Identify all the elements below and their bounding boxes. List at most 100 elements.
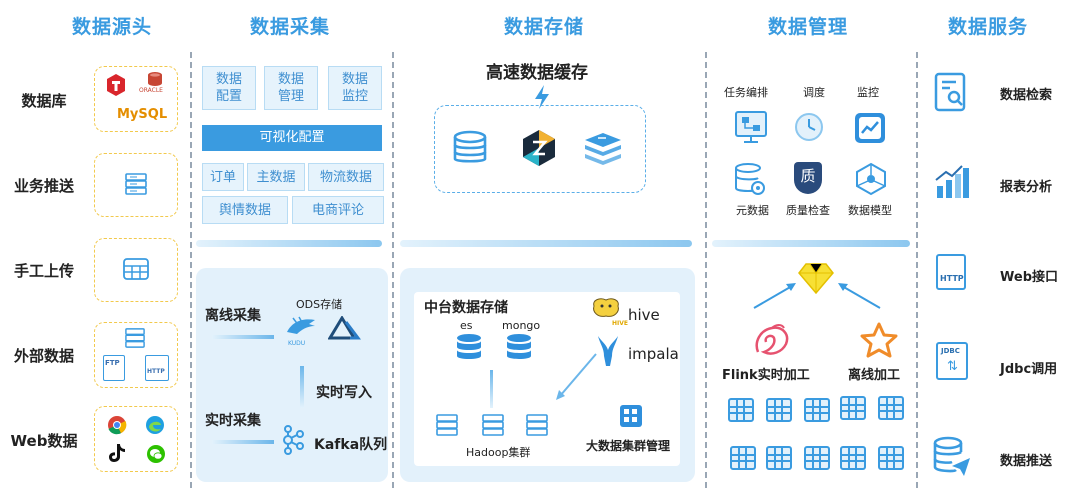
column-title-collect: 数据采集 xyxy=(249,16,330,38)
service-report-label: 报表分析 xyxy=(1000,180,1053,195)
chip-ecommerce-reviews: 电商评论 xyxy=(292,196,384,224)
database-icon xyxy=(452,130,488,170)
hive-logo-icon xyxy=(590,296,622,330)
database-red-logo-icon xyxy=(105,73,127,101)
realtime-write-label: 实时写入 xyxy=(316,385,372,401)
http-service-text: HTTP xyxy=(940,274,964,283)
service-web-api-label: Web接口 xyxy=(1000,270,1058,285)
offline-collect-label: 离线采集 xyxy=(205,308,261,324)
offline-processing-label: 离线加工 xyxy=(848,368,901,383)
arrow-up xyxy=(490,370,493,408)
divider xyxy=(190,52,192,488)
mysql-logo-text: MySQL xyxy=(117,107,168,122)
source-label-external: 外部数据 xyxy=(13,347,74,365)
chip-logistics: 物流数据 xyxy=(308,163,384,191)
data-table-icon xyxy=(728,398,754,422)
service-push-label: 数据推送 xyxy=(1000,454,1053,469)
metadata-icon xyxy=(734,162,766,202)
source-label-web: Web数据 xyxy=(10,432,78,450)
hive-badge-text: HIVE xyxy=(612,320,628,327)
bar-chart-icon xyxy=(934,164,970,204)
data-table-icon xyxy=(804,446,830,470)
data-table-icon xyxy=(730,446,756,470)
impala-logo-icon xyxy=(594,334,622,372)
data-table-icon xyxy=(840,396,866,420)
workflow-icon xyxy=(734,110,768,148)
data-table-icon xyxy=(804,398,830,422)
redis-stack-icon xyxy=(584,132,622,170)
task-orchestration-label: 任务编排 xyxy=(724,86,768,99)
realtime-collect-label: 实时采集 xyxy=(205,413,261,429)
kafka-queue-label: Kafka队列 xyxy=(314,437,388,453)
cluster-manage-icon xyxy=(620,405,642,427)
http-file-icon: HTTP xyxy=(145,355,169,381)
search-doc-icon xyxy=(934,72,968,116)
chip-data-manage: 数据 管理 xyxy=(264,66,318,110)
kudu-text: KUDU xyxy=(288,340,306,347)
service-jdbc-label: Jdbc调用 xyxy=(1000,362,1058,377)
data-table-icon xyxy=(766,446,792,470)
source-label-manual-upload: 手工上传 xyxy=(13,262,74,280)
chip-data-monitor: 数据 监控 xyxy=(328,66,382,110)
monitor-chart-icon xyxy=(854,112,886,148)
column-title-manage: 数据管理 xyxy=(767,16,848,38)
bigdata-cluster-label: 大数据集群管理 xyxy=(586,439,671,453)
chip-orders: 订单 xyxy=(202,163,244,191)
diagonal-arrow xyxy=(554,352,598,406)
arrow-to-diamond-right xyxy=(836,280,882,314)
divider xyxy=(916,52,918,488)
data-model-icon xyxy=(854,162,888,200)
flink-processing-label: Flink实时加工 xyxy=(722,368,810,383)
column-title-storage: 数据存储 xyxy=(503,16,584,38)
delta-logo-icon xyxy=(327,315,362,346)
oracle-logo-icon xyxy=(145,71,165,91)
hive-label: hive xyxy=(628,306,660,324)
quality-check-label: 质量检查 xyxy=(786,204,830,217)
divider xyxy=(705,52,707,488)
clock-icon xyxy=(794,112,824,146)
oracle-text: ORACLE xyxy=(139,87,163,94)
visual-config-bar: 可视化配置 xyxy=(202,125,382,151)
hadoop-cluster-label: Hadoop集群 xyxy=(466,446,531,459)
jdbc-doc-icon: JDBC ⇅ xyxy=(936,342,968,380)
impala-label: impala xyxy=(628,345,679,363)
http-text: HTTP xyxy=(147,368,165,375)
server-icon xyxy=(125,328,145,352)
server-icon xyxy=(125,173,147,199)
web-data-box xyxy=(94,406,178,472)
cache-box xyxy=(434,105,646,193)
source-label-business-push: 业务推送 xyxy=(13,177,74,195)
business-push-box xyxy=(94,153,178,217)
kafka-icon xyxy=(280,425,304,459)
ods-storage-label: ODS存储 xyxy=(296,298,343,311)
chrome-icon xyxy=(107,415,127,439)
mongo-label: mongo xyxy=(502,319,541,332)
monitor-label: 监控 xyxy=(857,86,879,99)
mongo-database-icon xyxy=(506,333,532,365)
flow-bar-storage xyxy=(400,240,692,247)
hadoop-server-icon xyxy=(526,414,548,440)
mid-storage-box xyxy=(414,292,680,466)
data-model-label: 数据模型 xyxy=(848,204,892,217)
chip-master-data: 主数据 xyxy=(247,163,305,191)
edge-icon xyxy=(145,415,165,439)
service-search-label: 数据检索 xyxy=(1000,88,1053,103)
column-title-source: 数据源头 xyxy=(71,16,152,38)
cache-title: 高速数据缓存 xyxy=(486,63,588,83)
data-table-icon xyxy=(878,396,904,420)
ftp-file-icon: FTP xyxy=(103,355,125,381)
arrow-right xyxy=(212,335,274,339)
jdbc-service-text: JDBC xyxy=(941,347,960,355)
flow-bar-manage xyxy=(712,240,910,247)
star-icon xyxy=(860,322,898,362)
external-data-box: FTP HTTP xyxy=(94,322,178,388)
database-logos-box: ORACLE MySQL xyxy=(94,66,178,132)
schedule-label: 调度 xyxy=(803,86,825,99)
metadata-label: 元数据 xyxy=(736,204,769,217)
mid-storage-title: 中台数据存储 xyxy=(424,300,508,316)
table-icon xyxy=(123,258,149,284)
arrow-right xyxy=(212,440,274,444)
kudu-logo-icon xyxy=(285,316,319,342)
push-db-icon xyxy=(932,436,972,482)
http-doc-icon: HTTP xyxy=(936,254,966,290)
